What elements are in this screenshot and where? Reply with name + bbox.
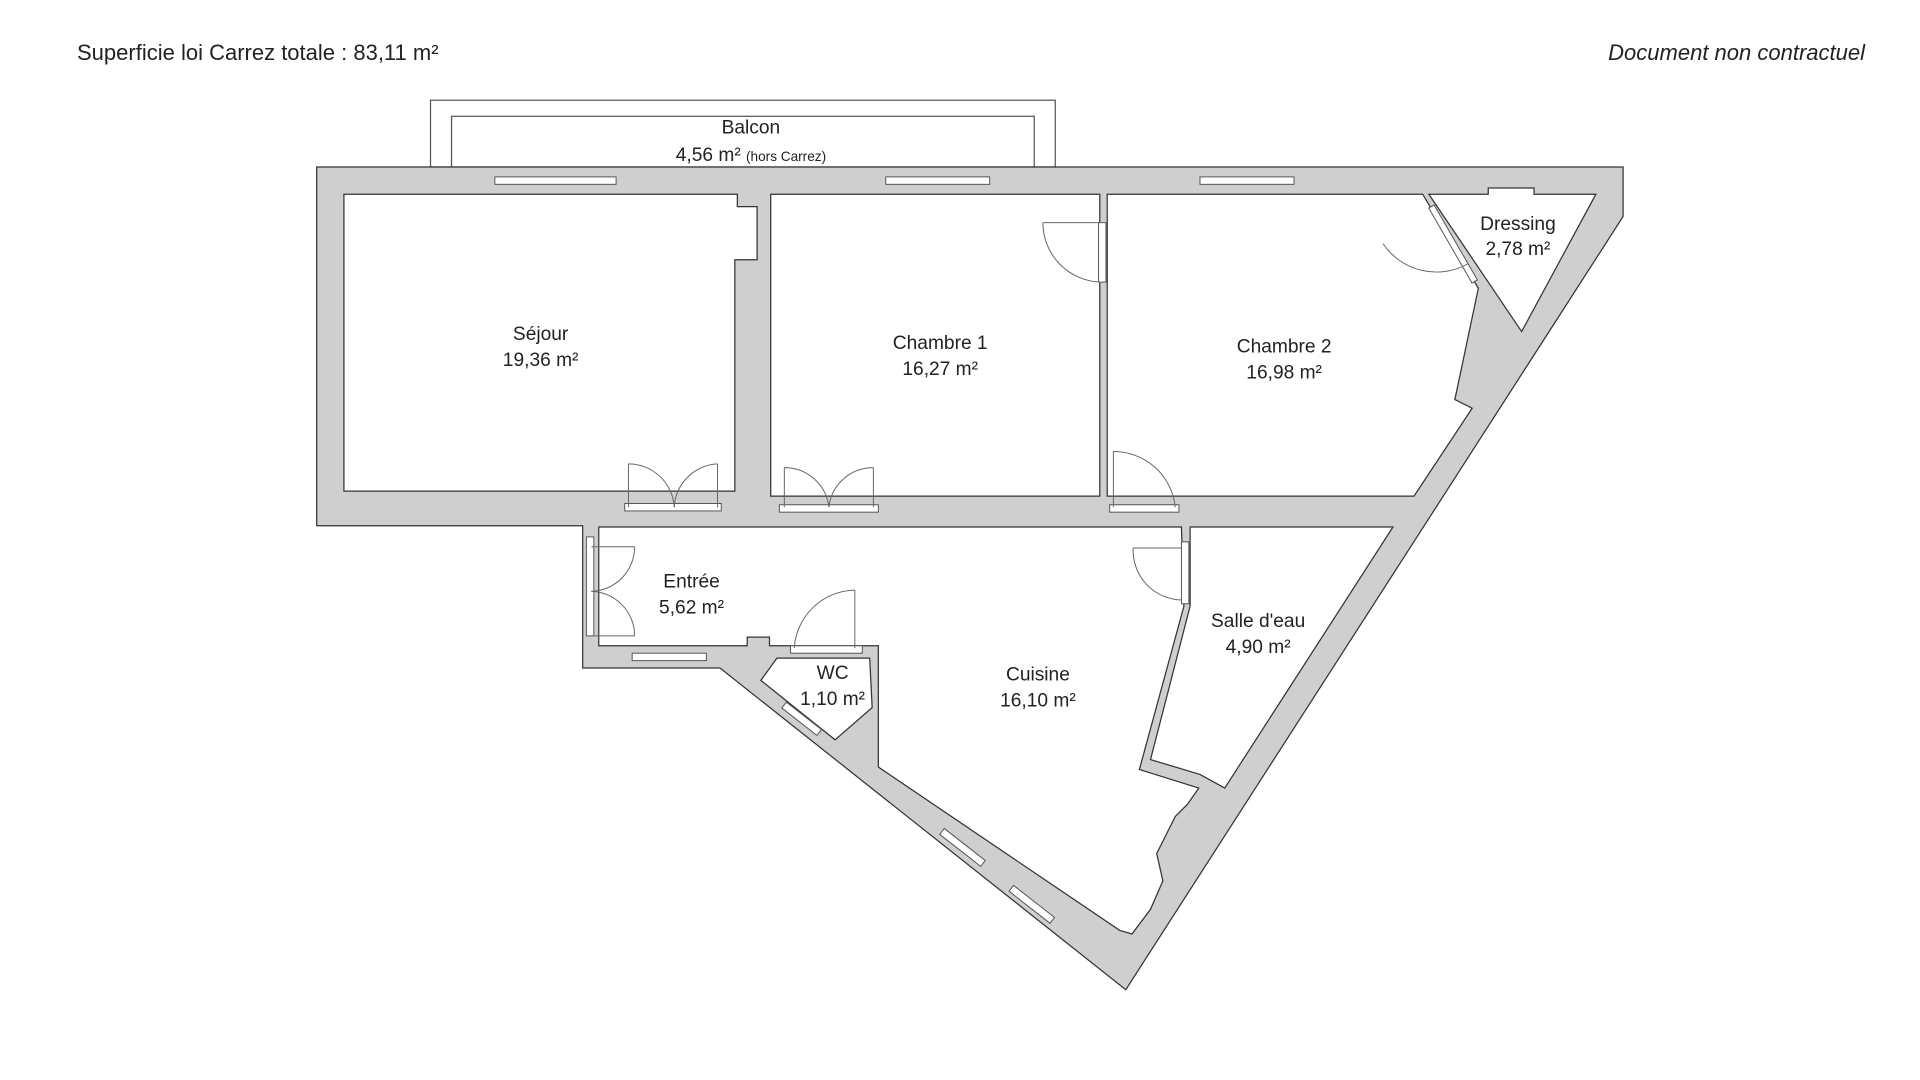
cuisine-area: 16,10 m² — [1000, 690, 1076, 711]
sejour-area: 19,36 m² — [503, 350, 579, 371]
cuisine-name: Cuisine — [1006, 664, 1070, 685]
balcon-name: Balcon — [722, 118, 781, 139]
room-sejour — [343, 193, 758, 492]
room-chambre-1 — [770, 193, 1101, 497]
entree-name: Entrée — [663, 572, 719, 593]
room-entree-cuisine — [598, 526, 1200, 935]
wc-area: 1,10 m² — [800, 689, 866, 710]
chambre1-name: Chambre 1 — [893, 333, 988, 354]
chambre2-name: Chambre 2 — [1237, 337, 1332, 358]
balcony — [429, 99, 1056, 168]
doors — [591, 222, 1469, 649]
balcon-area: 4,56 m² (hors Carrez) — [676, 145, 826, 166]
dressing-area: 2,78 m² — [1485, 239, 1551, 260]
dressing-name: Dressing — [1480, 214, 1556, 235]
sejour-name: Séjour — [513, 324, 569, 345]
salle-deau-name: Salle d'eau — [1211, 611, 1305, 632]
room-wc — [759, 657, 873, 741]
windows — [494, 176, 1479, 924]
chambre1-area: 16,27 m² — [902, 359, 978, 380]
chambre2-area: 16,98 m² — [1246, 363, 1322, 384]
salle-deau-area: 4,90 m² — [1226, 637, 1292, 658]
balcon-note: (hors Carrez) — [746, 149, 826, 164]
disclaimer-label: Document non contractuel — [1608, 40, 1865, 65]
entree-area: 5,62 m² — [659, 598, 725, 619]
total-area-label: Superficie loi Carrez totale : 83,11 m² — [77, 40, 439, 65]
room-salle-deau — [1149, 526, 1395, 789]
room-dressing — [1427, 187, 1597, 333]
wc-name: WC — [817, 663, 849, 684]
balcon-area-value: 4,56 m² — [676, 145, 742, 166]
